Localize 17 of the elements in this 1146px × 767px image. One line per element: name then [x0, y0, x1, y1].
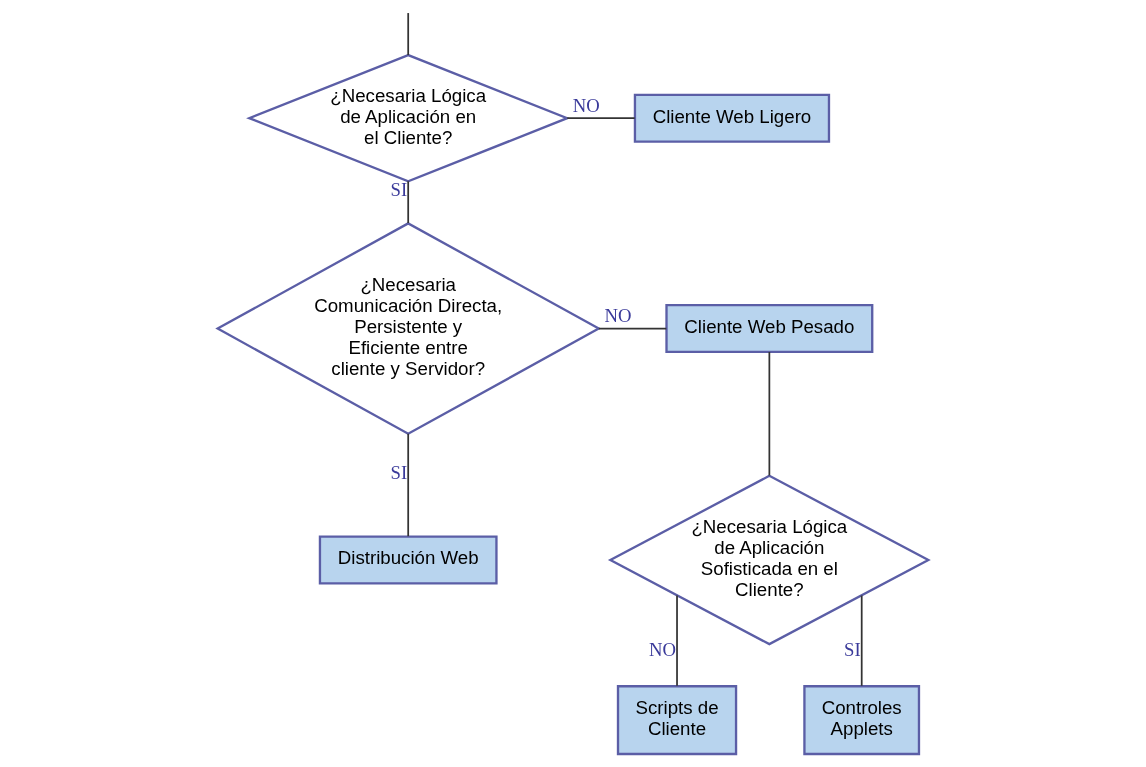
- node-box: Cliente Web Ligero: [633, 93, 831, 143]
- connector: [676, 594, 678, 687]
- node-box: Scripts de Cliente: [616, 685, 738, 756]
- node-box: Cliente Web Pesado: [665, 304, 874, 354]
- connector: [407, 12, 410, 56]
- edge-label: SI: [390, 461, 408, 483]
- node-box: Distribución Web: [318, 535, 498, 585]
- connector: [768, 351, 771, 477]
- edge-label: NO: [604, 305, 632, 327]
- connector: [407, 432, 410, 538]
- node-diamond: ¿Necesaria Comunicación Directa, Persistente y Eficiente entre cliente y Servidor?: [215, 222, 602, 436]
- connector: [597, 327, 668, 330]
- edge-label: NO: [572, 95, 600, 117]
- node-box: Controles Applets: [803, 685, 921, 756]
- connector: [407, 180, 410, 224]
- connector: [860, 594, 863, 687]
- connector: [566, 117, 636, 120]
